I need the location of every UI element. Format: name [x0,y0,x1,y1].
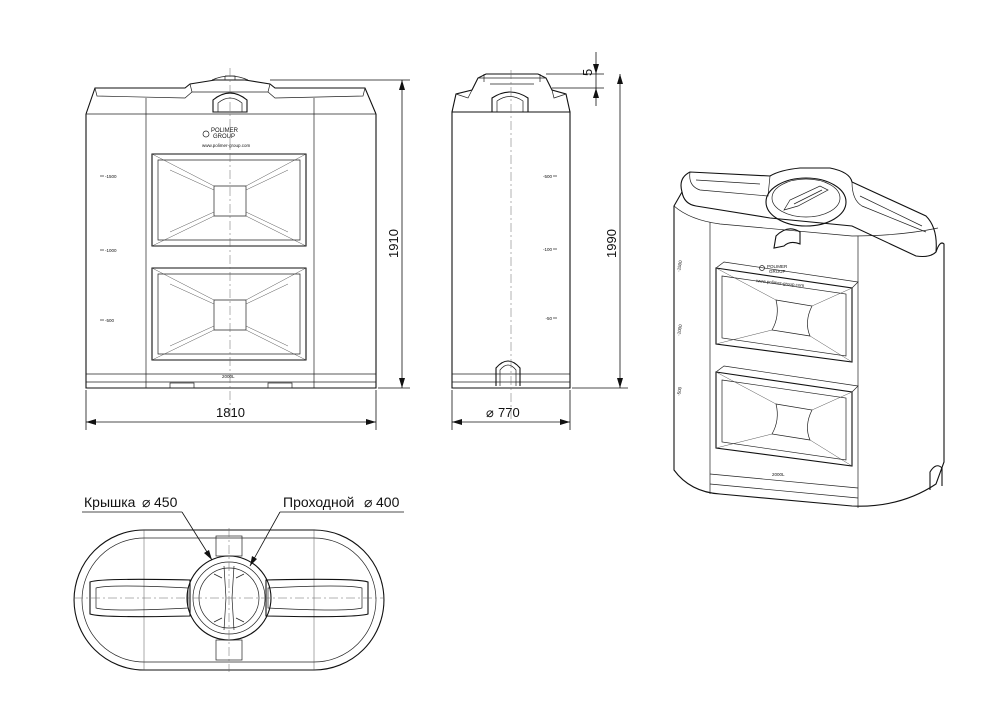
top-left-rib [89,578,191,618]
manhole-callout: Проходной ⌀ 400 [249,494,404,567]
side-diameter-value: 770 [498,405,520,420]
side-view: -500 -100 -50 ⌀ 770 5 [451,52,628,430]
side-diameter-dimension: ⌀ 770 [451,390,571,430]
lid-diameter-symbol: ⌀ [142,494,150,510]
side-lid-bump [491,91,529,112]
side-top-profile [451,73,571,113]
lid-callout: Крышка ⌀ 450 [82,494,213,561]
side-outlet [495,360,521,386]
iso-lower-panel [715,365,859,467]
front-width-dimension: 1810 [85,390,377,430]
iso-view: POLIMER GROUP www.polimer-group.com -150… [673,167,945,508]
iso-level-mark-500: -500 [676,386,683,396]
front-logo-line1: POLIMER [211,128,239,134]
top-view: Крышка ⌀ 450 Проходной ⌀ 400 [73,494,404,672]
iso-website: www.polimer-group.com [756,278,805,288]
manhole-diameter-symbol: ⌀ [364,494,372,510]
lid-diameter-value: 450 [154,494,178,510]
front-level-mark-1500: -1500 [105,174,117,179]
front-body-outline [85,114,377,389]
front-logo-line2: GROUP [213,134,235,140]
iso-upper-panel [715,261,859,363]
front-website: www.polimer-group.com [202,143,251,148]
side-level-mark-50: -50 [545,316,552,321]
iso-logo-line1: POLIMER [767,264,788,269]
front-lid-bump [212,92,248,113]
iso-lid [765,177,847,227]
side-lid-value: 5 [580,69,595,76]
manhole-callout-label: Проходной [283,494,354,510]
front-height-value: 1910 [386,229,401,258]
lid-callout-label: Крышка [84,494,136,510]
iso-logo-line2: GROUP [769,269,786,274]
iso-outlet [929,465,943,490]
front-volume-label: 2000L [222,374,235,379]
side-level-mark-100: -100 [543,247,553,252]
side-height-dimension: 1990 [572,74,628,389]
iso-body-outline [673,191,945,507]
side-level-mark-500: -500 [543,174,553,179]
front-upper-panel [151,153,307,247]
top-right-rib [265,578,369,618]
front-level-mark-1000: -1000 [105,248,117,253]
iso-lid-bump [773,228,801,249]
front-lower-panel [151,267,307,361]
side-body-outline [451,111,571,389]
side-lid-dimension: 5 [546,52,604,106]
iso-level-mark-1000: -1000 [676,323,683,336]
iso-level-mark-1500: -1500 [676,259,683,272]
front-width-value: 1810 [216,405,245,420]
front-view: POLIMER GROUP www.polimer-group.com -150… [85,68,410,430]
front-level-mark-500: -500 [105,318,115,323]
side-diameter-symbol: ⌀ [486,405,494,420]
side-height-value: 1990 [604,229,619,258]
iso-volume-label: 2000L [772,472,785,477]
front-height-dimension: 1910 [270,79,410,389]
manhole-diameter-value: 400 [376,494,400,510]
